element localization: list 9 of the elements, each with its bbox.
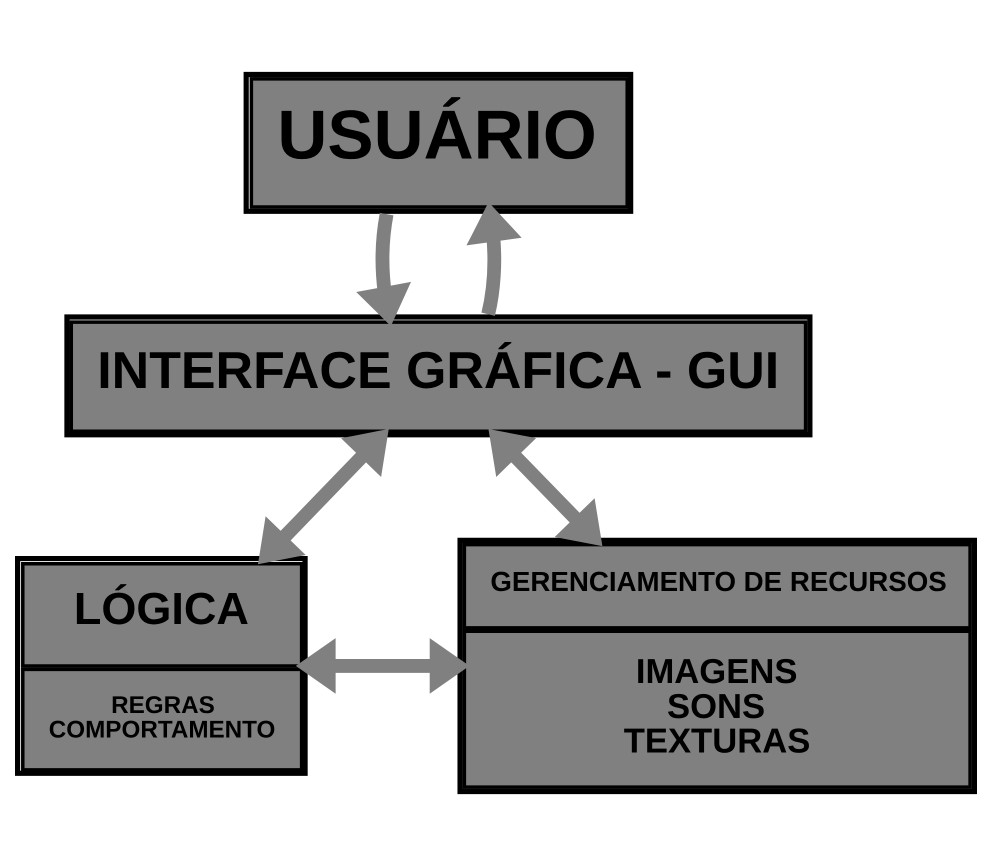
arrow [488,429,602,546]
node-box: GERENCIAMENTO DE RECURSOS IMAGENS SONS TEXTURAS [457,538,977,794]
node-box: LÓGICA REGRAS COMPORTAMENTO [15,556,308,776]
node-box: INTERFACE GRÁFICA - GUI [64,314,812,438]
node-box: USUÁRIO [244,72,634,214]
arrow [356,212,412,326]
arrow [296,638,470,694]
arrow [258,428,389,564]
arrow [466,202,522,316]
